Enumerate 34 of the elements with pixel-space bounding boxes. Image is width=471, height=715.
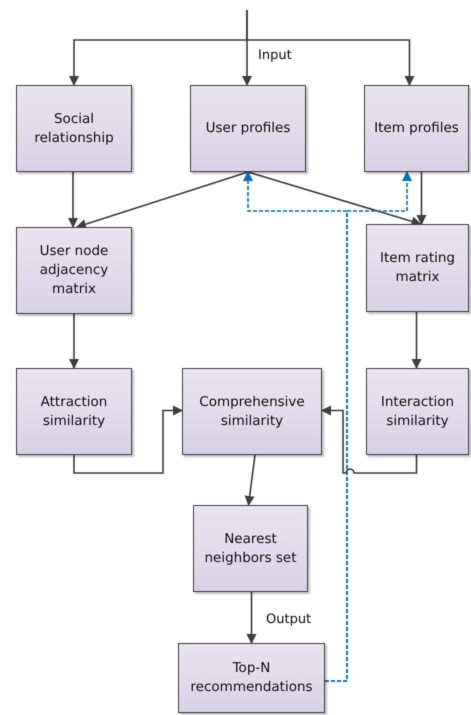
arrow	[244, 454, 256, 506]
process-box	[364, 85, 469, 172]
process-box	[366, 224, 469, 312]
arrow	[69, 314, 79, 369]
process-box	[182, 368, 322, 455]
box-label: Item profiles	[374, 119, 459, 138]
dashed-arrow	[325, 171, 412, 682]
box-label: Item rating matrix	[378, 249, 456, 287]
box-label: Top-N recommendations	[189, 659, 314, 697]
process-box	[366, 368, 469, 455]
box-label: Comprehensive similarity	[198, 392, 306, 430]
process-box	[190, 85, 306, 172]
process-box	[178, 643, 325, 713]
process-box	[193, 505, 308, 592]
process-box	[16, 85, 132, 172]
box-label: User profiles	[206, 119, 290, 138]
box-label: User node adjacency matrix	[38, 242, 110, 299]
edge-label: Input	[256, 48, 294, 63]
arrow	[416, 172, 426, 225]
arrow	[76, 171, 248, 229]
arrow	[246, 10, 414, 86]
arrow	[73, 406, 183, 474]
arrow	[321, 406, 418, 474]
box-label: Attraction similarity	[40, 392, 108, 430]
box-label: Interaction similarity	[380, 392, 456, 430]
arrow	[412, 312, 422, 369]
arrow	[68, 172, 78, 228]
box-label: Social relationship	[33, 110, 115, 148]
arrow	[246, 592, 256, 644]
edge-label: Output	[264, 612, 314, 627]
process-box	[16, 368, 132, 455]
box-label: Nearest neighbors set	[203, 530, 298, 568]
process-box	[16, 227, 132, 314]
arrow	[248, 171, 422, 226]
